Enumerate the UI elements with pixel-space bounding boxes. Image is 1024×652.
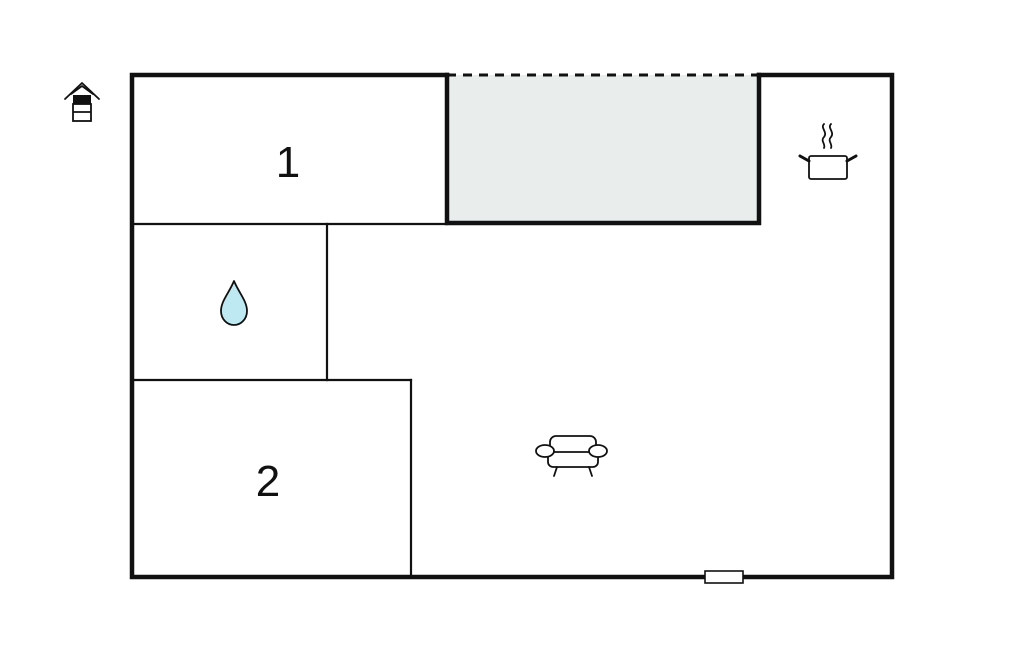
outer-wall bbox=[129, 72, 895, 580]
room-label-1: 1 bbox=[276, 138, 300, 187]
sofa-icon bbox=[535, 435, 608, 477]
cooking-pot-icon bbox=[798, 123, 858, 180]
room-label-2: 2 bbox=[256, 457, 280, 506]
house-icon bbox=[64, 82, 100, 122]
terrace-wall bbox=[444, 72, 762, 226]
entrance-door bbox=[704, 570, 744, 584]
water-drop-icon bbox=[220, 280, 248, 326]
terrace-area bbox=[447, 75, 759, 223]
